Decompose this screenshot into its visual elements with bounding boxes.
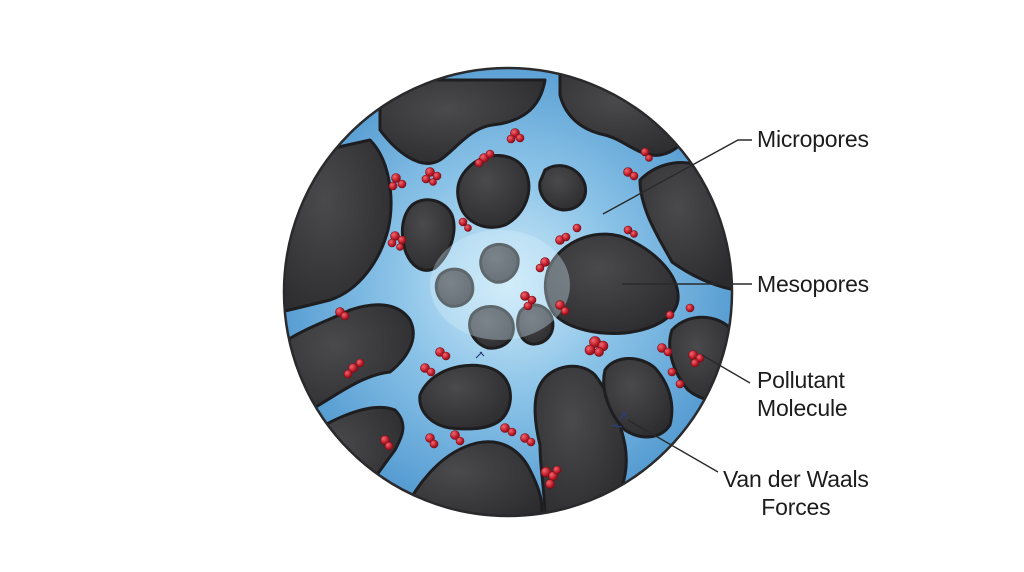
leader-pollutant bbox=[701, 354, 751, 384]
molecule-cluster bbox=[657, 343, 673, 357]
molecule-cluster bbox=[623, 225, 638, 238]
molecule-cluster bbox=[380, 435, 394, 451]
molecule-cluster bbox=[555, 300, 570, 316]
molecule-cluster bbox=[540, 465, 562, 489]
molecule-cluster bbox=[435, 347, 451, 361]
label-micropores: Micropores bbox=[757, 126, 869, 152]
molecule-cluster bbox=[520, 433, 536, 447]
van-der-waals-marks bbox=[475, 351, 629, 428]
molecule-cluster bbox=[388, 173, 407, 191]
molecule-cluster bbox=[474, 149, 495, 168]
molecule-cluster bbox=[555, 223, 582, 245]
label-mesopores: Mesopores bbox=[757, 271, 869, 297]
pore-highlight bbox=[430, 230, 570, 340]
pollutant-molecules bbox=[335, 128, 705, 489]
molecule-cluster bbox=[421, 167, 442, 186]
molecule-cluster bbox=[335, 307, 350, 321]
particle-outline bbox=[282, 66, 734, 518]
molecule-cluster bbox=[458, 217, 472, 232]
molecule-cluster bbox=[520, 291, 537, 311]
molecule-cluster bbox=[425, 433, 439, 449]
molecule-cluster bbox=[450, 430, 465, 446]
molecule-cluster bbox=[420, 363, 436, 377]
leader-micropores bbox=[602, 139, 752, 215]
leader-vdw bbox=[627, 419, 719, 473]
molecule-cluster bbox=[506, 128, 525, 144]
molecule-cluster bbox=[665, 303, 695, 320]
molecule-cluster bbox=[535, 257, 550, 273]
molecule-cluster bbox=[387, 231, 407, 251]
molecule-cluster bbox=[667, 367, 685, 389]
label-van-der-waals-forces: Van der Waals Forces bbox=[723, 466, 869, 520]
leader-lines bbox=[602, 139, 752, 473]
molecule-cluster bbox=[688, 350, 705, 368]
molecule-cluster bbox=[623, 147, 653, 181]
molecule-cluster bbox=[500, 423, 517, 437]
molecule-cluster bbox=[343, 358, 365, 379]
label-pollutant-molecule: Pollutant Molecule bbox=[757, 367, 848, 421]
molecule-cluster bbox=[584, 336, 609, 357]
